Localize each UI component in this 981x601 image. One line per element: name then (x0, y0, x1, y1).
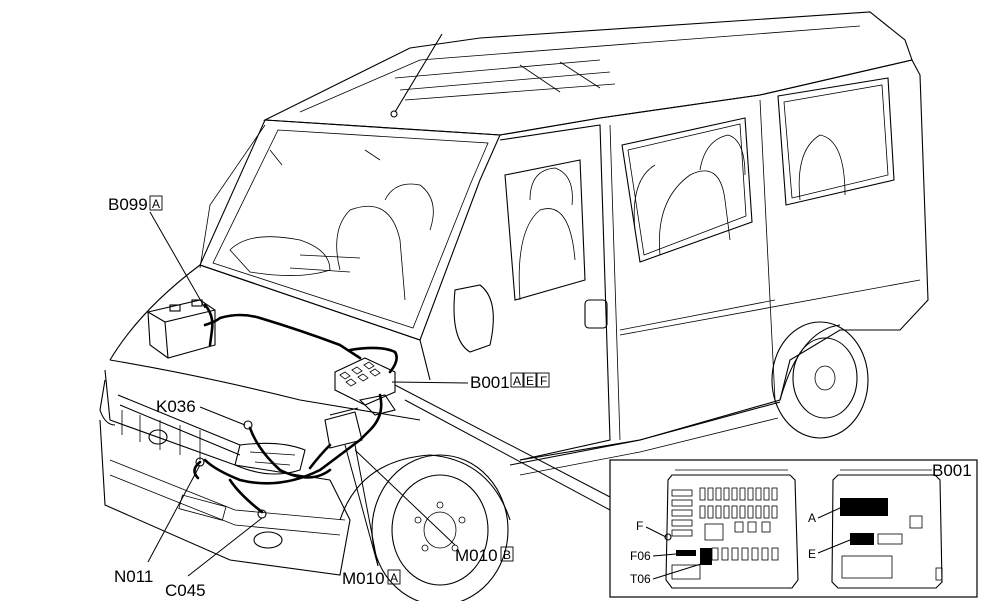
label-b099: B099 A (108, 195, 163, 214)
label-m010-b-tag-0: B (503, 548, 511, 562)
label-k036-code: K036 (156, 397, 196, 416)
inset-callout-a: A (808, 511, 816, 525)
inset-frame (609, 459, 978, 598)
label-c045: C045 (165, 581, 206, 600)
label-n011: N011 (114, 567, 153, 586)
label-m010-a-tag-0: A (390, 571, 398, 585)
label-b001-tag-1: E (526, 374, 534, 388)
label-b001-code: B001 (470, 373, 510, 392)
van-illustration (99, 11, 929, 601)
battery (147, 299, 216, 359)
wiring-harness (193, 303, 398, 519)
label-m010-b-code: M010 (455, 546, 498, 565)
inset-callout-t06: T06 (630, 572, 651, 586)
label-b099-code: B099 (108, 195, 148, 214)
leader-lines (147, 211, 611, 577)
control-unit-m010 (324, 407, 363, 449)
label-m010-a-code: M010 (342, 569, 385, 588)
label-m010-a: M010 A (342, 569, 401, 588)
inset-callout-f: F (636, 519, 643, 533)
inset-callout-e: E (808, 547, 816, 561)
label-b001: B001 A E F (470, 372, 550, 392)
inset-callout-f06: F06 (630, 549, 651, 563)
label-c045-code: C045 (165, 581, 206, 600)
label-b001-tag-0: A (513, 374, 521, 388)
fuse-box-b001 (334, 357, 396, 416)
label-k036: K036 (156, 397, 196, 416)
label-n011-code: N011 (114, 567, 153, 586)
inset-fuse-box-front (664, 469, 799, 589)
label-b001-tag-2: F (540, 374, 547, 388)
inset-detail-b001: B001 (609, 459, 978, 598)
label-m010-b: M010 B (455, 546, 514, 565)
label-b099-tag-0: A (152, 197, 160, 211)
inset-title: B001 (932, 461, 972, 480)
inset-fuse-box-rear (831, 469, 943, 589)
